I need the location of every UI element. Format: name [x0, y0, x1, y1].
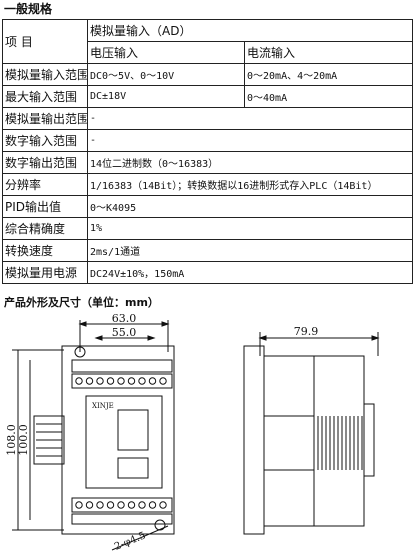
row-value: -: [86, 107, 414, 130]
dim-depth: 79.9: [294, 325, 319, 338]
terminal-screw: [106, 377, 115, 385]
dim-height-outer: 108.0: [5, 424, 18, 456]
dimension-drawing: 63.0 55.0 108.0 100.0 XINJE 2-φ4.5 79.9: [5, 312, 380, 553]
terminal-screw: [148, 501, 157, 509]
table-row: 项 目 模拟量输入（AD）: [2, 19, 414, 64]
row-value: 1%: [86, 217, 414, 240]
row-label: 模拟量输入范围: [2, 63, 88, 86]
terminal-screw: [148, 377, 157, 385]
table-row: 模拟量输出范围-: [2, 107, 414, 130]
terminal-screw: [85, 501, 94, 509]
row-value: -: [86, 129, 414, 152]
row-label: 模拟量输出范围: [2, 107, 88, 130]
row-label: 数字输出范围: [2, 151, 88, 174]
dim-width-inner: 55.0: [112, 326, 137, 339]
brand-label: XINJE: [92, 402, 114, 410]
header-current: 电流输入: [243, 41, 414, 64]
table-row: 数字输入范围-: [2, 129, 414, 152]
row-label: 综合精确度: [2, 217, 88, 240]
row-label: 模拟量用电源: [2, 261, 88, 284]
terminal-screw: [96, 377, 104, 385]
row-label: 数字输入范围: [2, 129, 88, 152]
row-value: 0～K4095: [86, 195, 414, 218]
row-label: 分辨率: [2, 173, 88, 196]
terminal-screw: [127, 501, 136, 509]
header-item: 项 目: [2, 19, 88, 64]
terminal-screw: [159, 501, 167, 509]
header-voltage: 电压输入: [87, 41, 245, 64]
row-value: DC24V±10%，150mA: [86, 261, 414, 284]
row-voltage: DC±18V: [87, 85, 245, 108]
header-analog-input: 模拟量输入（AD）: [86, 19, 414, 42]
row-value: 1/16383（14Bit）；转换数据以16进制形式存入PLC（14Bit）: [86, 173, 414, 196]
terminal-screw: [96, 501, 104, 509]
row-label: 转换速度: [2, 239, 88, 262]
row-value: 14位二进制数（0～16383）: [86, 151, 414, 174]
terminal-screw: [85, 377, 94, 385]
terminal-screw: [117, 377, 125, 385]
terminal-screw: [127, 377, 136, 385]
row-label: PID输出值: [2, 195, 88, 218]
dim-width-outer: 63.0: [112, 312, 137, 325]
dim-height-inner: 100.0: [17, 424, 30, 456]
terminal-screw: [75, 377, 83, 385]
terminal-screw: [75, 501, 83, 509]
terminal-screw: [138, 377, 146, 385]
row-voltage: DC0～5V、0～10V: [87, 63, 245, 86]
terminal-screw: [117, 501, 125, 509]
section-title-general-spec: 一般规格: [4, 2, 53, 16]
section-title-dimensions: 产品外形及尺寸（单位：mm）: [4, 296, 159, 309]
terminal-screw: [138, 501, 146, 509]
row-value: 2ms/1通道: [86, 239, 414, 262]
row-label: 最大输入范围: [2, 85, 88, 108]
terminal-screw: [159, 377, 167, 385]
terminal-screw: [106, 501, 115, 509]
row-current: 0～20mA、4～20mA: [243, 63, 414, 86]
row-current: 0～40mA: [243, 85, 414, 108]
